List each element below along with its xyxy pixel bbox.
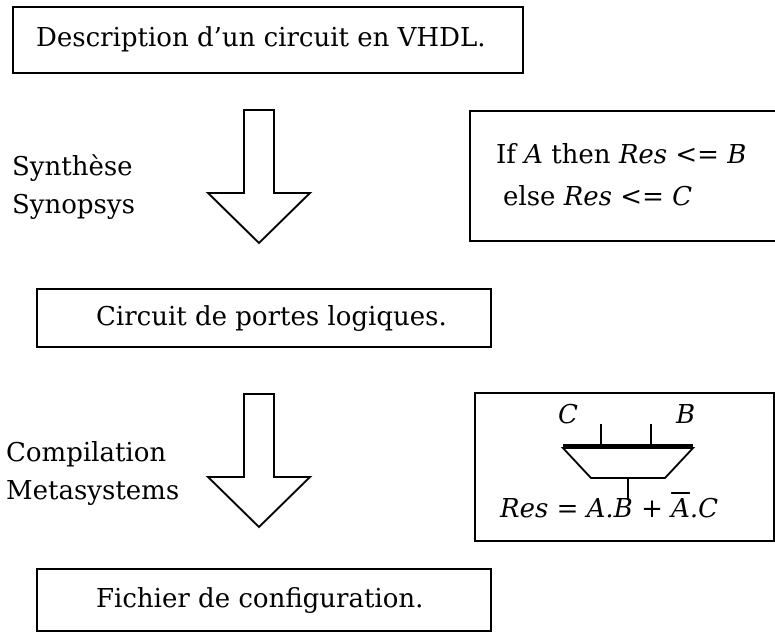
synthesis-line2: Synopsys xyxy=(12,190,135,220)
eq-a-bar: A xyxy=(671,494,690,524)
assign-op-1: <= xyxy=(675,140,719,170)
value-c: C xyxy=(672,182,693,212)
synthesis-line1: Synthèse xyxy=(12,152,133,182)
eq-term-ab: A.B xyxy=(586,494,633,524)
if-keyword: If xyxy=(496,140,516,170)
vhdl-example-box: If A then Res <= B else Res <= C xyxy=(469,110,775,242)
gates-label: Circuit de portes logiques. xyxy=(96,302,447,332)
config-label: Fichier de configuration. xyxy=(96,584,424,614)
synthesis-arrow-icon xyxy=(205,109,313,245)
then-keyword: then xyxy=(551,140,611,170)
mux-equation: Res = A.B + A.C xyxy=(500,494,718,524)
assign-op-2: <= xyxy=(620,182,664,212)
value-b: B xyxy=(727,140,747,170)
compilation-label: Compilation Metasystems xyxy=(6,434,179,510)
config-box: Fichier de configuration. xyxy=(36,568,492,632)
vhdl-line2: else Res <= C xyxy=(503,182,692,212)
eq-res: Res xyxy=(500,494,549,524)
compilation-line2: Metasystems xyxy=(6,476,180,506)
res-var-2: Res xyxy=(563,182,613,212)
res-var-1: Res xyxy=(618,140,668,170)
eq-plus: + xyxy=(641,494,663,524)
mux-input-c: C xyxy=(558,400,578,430)
gates-box: Circuit de portes logiques. xyxy=(36,288,492,348)
condition-var: A xyxy=(524,140,543,170)
description-box: Description d’un circuit en VHDL. xyxy=(12,6,524,74)
synthesis-label: Synthèse Synopsys xyxy=(12,148,135,224)
eq-term-c: .C xyxy=(689,494,719,524)
description-label: Description d’un circuit en VHDL. xyxy=(36,23,486,53)
mux-input-b: B xyxy=(676,400,696,430)
mux-example-box: C B Res = A.B + A.C xyxy=(474,392,775,542)
else-keyword: else xyxy=(503,182,556,212)
compilation-arrow-icon xyxy=(205,393,313,529)
multiplexer-icon xyxy=(560,424,696,500)
eq-equals: = xyxy=(556,494,579,524)
compilation-line1: Compilation xyxy=(6,438,167,468)
vhdl-line1: If A then Res <= B xyxy=(496,140,746,170)
